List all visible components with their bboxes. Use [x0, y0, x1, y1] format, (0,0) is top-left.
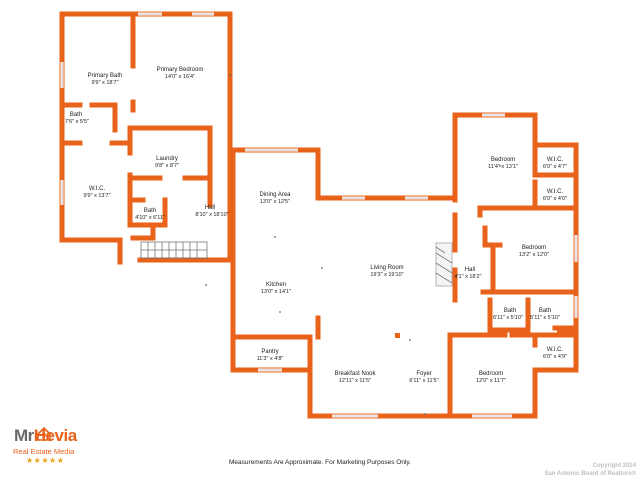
room-name-wic-1: W.I.C. — [89, 186, 106, 192]
room-name-hall-1: Hall — [205, 205, 215, 211]
room-dims-dining-area: 13'0" x 12'5" — [260, 199, 290, 205]
disclaimer-text: Measurements Are Approximate. For Market… — [229, 459, 411, 466]
room-dims-bedroom-3: 12'0" x 11'7" — [476, 378, 506, 384]
room-dims-wic-1: 9'9" x 13'7" — [83, 193, 110, 199]
star-rating-icon: ★★★★★ — [26, 456, 65, 465]
room-name-pantry: Pantry — [261, 349, 278, 355]
room-labels: Primary Bath 9'9" x 18'7" Primary Bedroo… — [65, 67, 567, 384]
room-name-wic-3: W.I.C. — [547, 189, 564, 195]
room-dims-bath-2: 4'10" x 6'11" — [135, 215, 165, 221]
fireplace — [435, 242, 453, 287]
room-dims-bath-3: 6'11" x 5'10" — [493, 315, 523, 321]
room-name-laundry: Laundry — [156, 156, 178, 162]
room-dims-breakfast-nook: 12'11" x 11'5" — [339, 378, 371, 384]
room-name-bedroom-1: Bedroom — [491, 157, 515, 163]
room-name-wic-2: W.I.C. — [547, 157, 564, 163]
room-name-hall-2: Hall — [465, 267, 475, 273]
stairs — [140, 241, 208, 259]
room-dims-wic-4: 6'0" x 4'9" — [543, 354, 567, 360]
bath-fixture — [557, 328, 577, 336]
room-name-bath-3: Bath — [504, 308, 516, 314]
room-dims-bedroom-1: 11'4" x 13'1" — [488, 164, 518, 170]
room-name-breakfast-nook: Breakfast Nook — [334, 371, 376, 377]
room-dims-foyer: 6'11" x 11'5" — [409, 378, 438, 384]
windows — [60, 12, 578, 418]
room-dims-primary-bath: 9'9" x 18'7" — [91, 80, 118, 86]
room-name-living-room: Living Room — [370, 265, 403, 271]
logo-wordmark: MrHevia — [14, 426, 77, 446]
room-dims-primary-bedroom: 14'0" x 16'4" — [165, 74, 195, 80]
room-name-bath-2: Bath — [144, 208, 156, 214]
column-marker — [395, 333, 400, 338]
room-name-primary-bath: Primary Bath — [88, 73, 123, 79]
room-name-kitchen: Kitchen — [266, 282, 286, 288]
logo-hevia: Hevia — [33, 426, 77, 445]
logo-tagline: Real Estate Media — [13, 447, 75, 456]
room-dims-bath-1: 7'6" x 5'5" — [65, 119, 89, 125]
room-dims-hall-2: 4'1" x 18'2" — [454, 274, 481, 280]
room-name-wic-4: W.I.C. — [547, 347, 564, 353]
room-dims-wic-2: 6'0" x 4'7" — [543, 164, 567, 170]
room-dims-bath-4: 5'11" x 5'10" — [530, 315, 560, 321]
room-name-bedroom-3: Bedroom — [479, 371, 503, 377]
room-name-foyer: Foyer — [416, 371, 431, 377]
room-dims-bedroom-2: 13'2" x 12'0" — [519, 252, 549, 258]
room-dims-wic-3: 6'0" x 4'0" — [543, 196, 567, 202]
room-dims-living-room: 19'3" x 19'10" — [370, 272, 403, 278]
room-name-bath-1: Bath — [70, 112, 82, 118]
room-dims-pantry: 11'3" x 4'8" — [257, 356, 284, 362]
house-icon — [37, 426, 51, 441]
room-name-primary-bedroom: Primary Bedroom — [157, 67, 204, 73]
room-name-dining-area: Dining Area — [259, 192, 291, 198]
room-dims-hall-1: 8'10" x 18'10" — [195, 212, 228, 218]
copyright-line-1: Copyright 2024 — [592, 463, 636, 469]
detail-dots — [205, 74, 501, 415]
room-dims-kitchen: 13'0" x 14'1" — [261, 289, 291, 295]
logo-mr: Mr — [14, 426, 34, 445]
copyright-notice: Copyright 2024 San Antonio Board of Real… — [544, 462, 636, 478]
room-name-bath-4: Bath — [539, 308, 551, 314]
room-name-bedroom-2: Bedroom — [522, 245, 546, 251]
room-dims-laundry: 9'8" x 8'7" — [155, 163, 179, 169]
copyright-line-2: San Antonio Board of Realtors® — [544, 471, 636, 477]
